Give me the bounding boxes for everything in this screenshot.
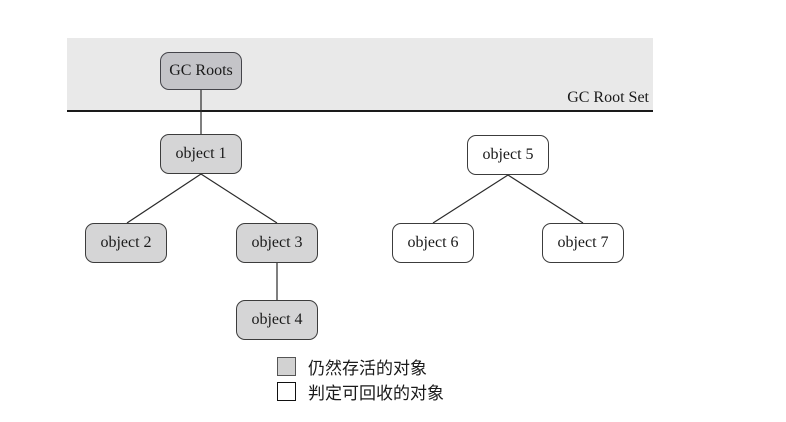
node-object-5: object 5: [467, 135, 549, 175]
edge-object1-object2: [126, 173, 202, 224]
legend-row-recyclable: 判定可回收的对象: [277, 381, 444, 403]
edge-object1-object3: [200, 173, 278, 224]
node-object-2-label: object 2: [100, 234, 152, 251]
node-object-2: object 2: [85, 223, 167, 263]
legend-row-alive: 仍然存活的对象: [277, 356, 444, 378]
legend-label-alive: 仍然存活的对象: [308, 358, 427, 378]
node-object-7-label: object 7: [557, 234, 609, 251]
alive-swatch-icon: [277, 356, 296, 376]
edge-object5-object7: [507, 174, 584, 224]
legend: 仍然存活的对象 判定可回收的对象: [277, 356, 444, 406]
node-object-6: object 6: [392, 223, 474, 263]
gc-root-set-label: GC Root Set: [567, 89, 649, 106]
gc-root-set-band: GC Root Set: [67, 38, 653, 112]
recyclable-swatch-icon: [277, 381, 296, 401]
node-object-3: object 3: [236, 223, 318, 263]
node-gc-roots-label: GC Roots: [169, 62, 233, 79]
node-object-4: object 4: [236, 300, 318, 340]
node-object-6-label: object 6: [407, 234, 459, 251]
edge-object5-object6: [432, 174, 509, 224]
node-object-1-label: object 1: [175, 145, 227, 162]
node-object-7: object 7: [542, 223, 624, 263]
node-gc-roots: GC Roots: [160, 52, 242, 90]
node-object-4-label: object 4: [251, 311, 303, 328]
node-object-5-label: object 5: [482, 146, 534, 163]
node-object-3-label: object 3: [251, 234, 303, 251]
node-object-1: object 1: [160, 134, 242, 174]
legend-label-recyclable: 判定可回收的对象: [308, 383, 444, 403]
